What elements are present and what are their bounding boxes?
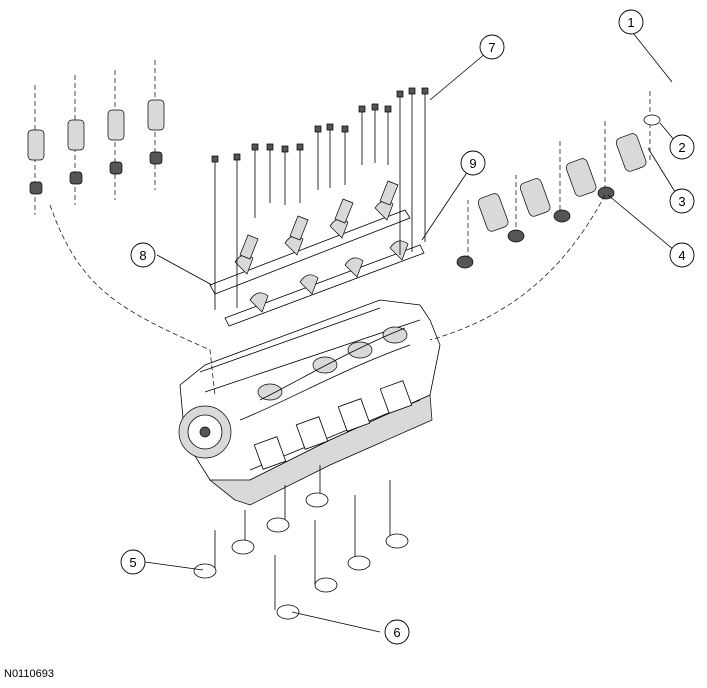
rocker-shaft-upper xyxy=(209,180,411,295)
callout-label: 1 xyxy=(627,15,634,30)
left-valve-spring-stacks xyxy=(27,60,216,396)
callout-leaders xyxy=(144,32,681,633)
callout-9: 9 xyxy=(460,150,486,176)
figure-code: N0110693 xyxy=(4,668,54,680)
callout-label: 6 xyxy=(393,625,400,640)
callout-label: 5 xyxy=(129,555,136,570)
callout-label: 8 xyxy=(139,248,146,263)
callout-label: 9 xyxy=(469,156,476,171)
callout-2: 2 xyxy=(669,134,695,160)
callout-label: 2 xyxy=(678,140,685,155)
right-valve-spring-stacks xyxy=(429,90,661,341)
callout-8: 8 xyxy=(130,242,156,268)
callout-5: 5 xyxy=(120,549,146,575)
rocker-shaft-lower xyxy=(224,240,425,327)
cylinder-head xyxy=(178,299,441,506)
callout-label: 3 xyxy=(678,194,685,209)
bolt-group xyxy=(211,87,429,310)
callout-label: 4 xyxy=(678,248,685,263)
callout-6: 6 xyxy=(384,619,410,645)
callout-label: 7 xyxy=(488,40,495,55)
callout-3: 3 xyxy=(669,188,695,214)
callout-7: 7 xyxy=(479,34,505,60)
valves xyxy=(193,465,409,620)
callout-4: 4 xyxy=(669,242,695,268)
callout-1: 1 xyxy=(618,9,644,35)
